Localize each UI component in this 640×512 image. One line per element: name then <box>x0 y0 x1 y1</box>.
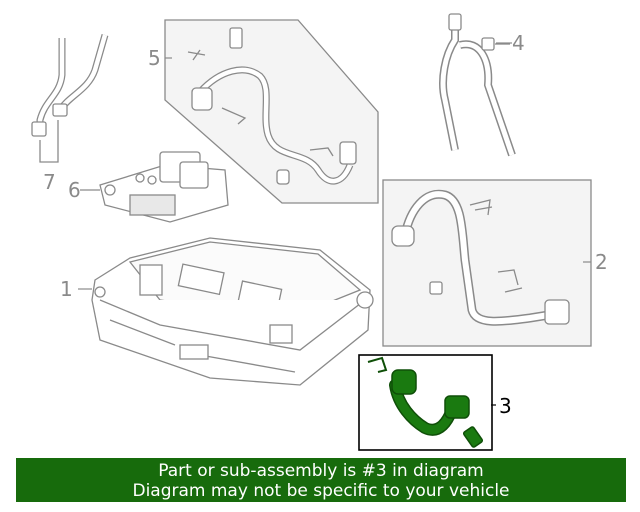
part-2-panel <box>382 179 592 347</box>
callout-1: 1 <box>60 277 73 301</box>
part-4-hose <box>439 13 516 157</box>
callout-4: 4 <box>512 31 525 55</box>
part-7-hoses <box>31 34 109 163</box>
banner-line-2: Diagram may not be specific to your vehi… <box>132 481 510 501</box>
part-5-panel <box>164 19 379 204</box>
callout-6: 6 <box>68 178 81 202</box>
banner-line-1: Part or sub-assembly is #3 in diagram <box>158 461 484 481</box>
part-6-module <box>99 151 229 223</box>
callout-7: 7 <box>43 170 56 194</box>
part-3-panel <box>358 354 493 451</box>
callout-5: 5 <box>148 46 161 70</box>
parts-diagram <box>31 13 592 451</box>
callout-3: 3 <box>499 394 512 418</box>
callout-2: 2 <box>595 250 608 274</box>
info-banner: Part or sub-assembly is #3 in diagram Di… <box>16 458 626 502</box>
leader-lines <box>78 42 591 406</box>
part-1-inverter <box>91 237 374 386</box>
